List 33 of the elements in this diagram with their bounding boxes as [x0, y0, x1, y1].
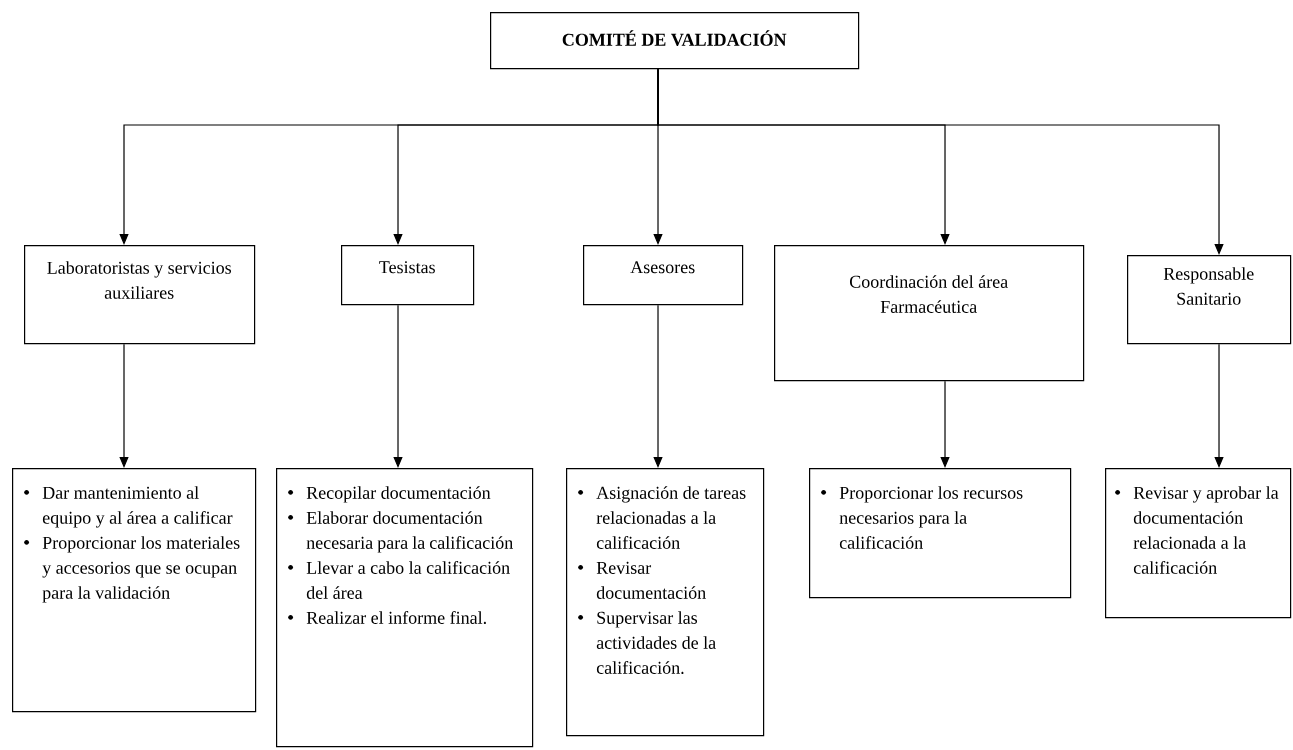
- list-item: Revisar documentación: [578, 561, 706, 599]
- list-item: Proporcionar los materiales y accesorios que se ocupan para la validación: [24, 536, 240, 603]
- role-label: Laboratoristas y servicios auxiliares: [47, 261, 232, 299]
- arrow: [653, 304, 663, 468]
- title: COMITÉ DE VALIDACIÓN: [562, 30, 787, 46]
- task-box: [809, 468, 1072, 599]
- role-label: Responsable Sanitario: [1163, 267, 1254, 305]
- list-item: Llevar a cabo la calificación del área: [288, 561, 510, 599]
- task-box: [566, 468, 765, 737]
- list-item: Dar mantenimiento al equipo y al área a calificar: [24, 486, 233, 528]
- list-item: Recopilar documentación: [288, 486, 491, 503]
- arrow: [393, 304, 403, 468]
- list-item: Supervisar las actividades de la calificación.: [578, 611, 716, 674]
- role-label: Tesistas: [379, 261, 435, 274]
- role-box: [24, 245, 256, 345]
- role-box: [1127, 255, 1292, 345]
- title-box: [490, 12, 860, 70]
- list-item: Realizar el informe final.: [288, 611, 486, 624]
- task-box: [12, 468, 257, 713]
- list-item: Revisar y aprobar la documentación relacionada a la calificación: [1115, 486, 1279, 574]
- list-item: Asignación de tareas relacionadas a la calificación: [578, 486, 746, 549]
- role-box: [774, 245, 1085, 382]
- arrow: [940, 380, 950, 468]
- arrow: [1214, 343, 1224, 468]
- list-item: Elaborar documentación necesaria para la calificación: [288, 511, 513, 553]
- role-box: [341, 245, 475, 306]
- role-box: [583, 245, 744, 306]
- task-box: [276, 468, 534, 748]
- arrow: [119, 343, 129, 468]
- task-box: [1105, 468, 1292, 619]
- list-item: Proporcionar los recursos necesarios para la calificación: [821, 486, 1023, 549]
- role-label: Coordinación del área Farmacéutica: [850, 275, 1008, 313]
- role-label: Asesores: [630, 261, 695, 274]
